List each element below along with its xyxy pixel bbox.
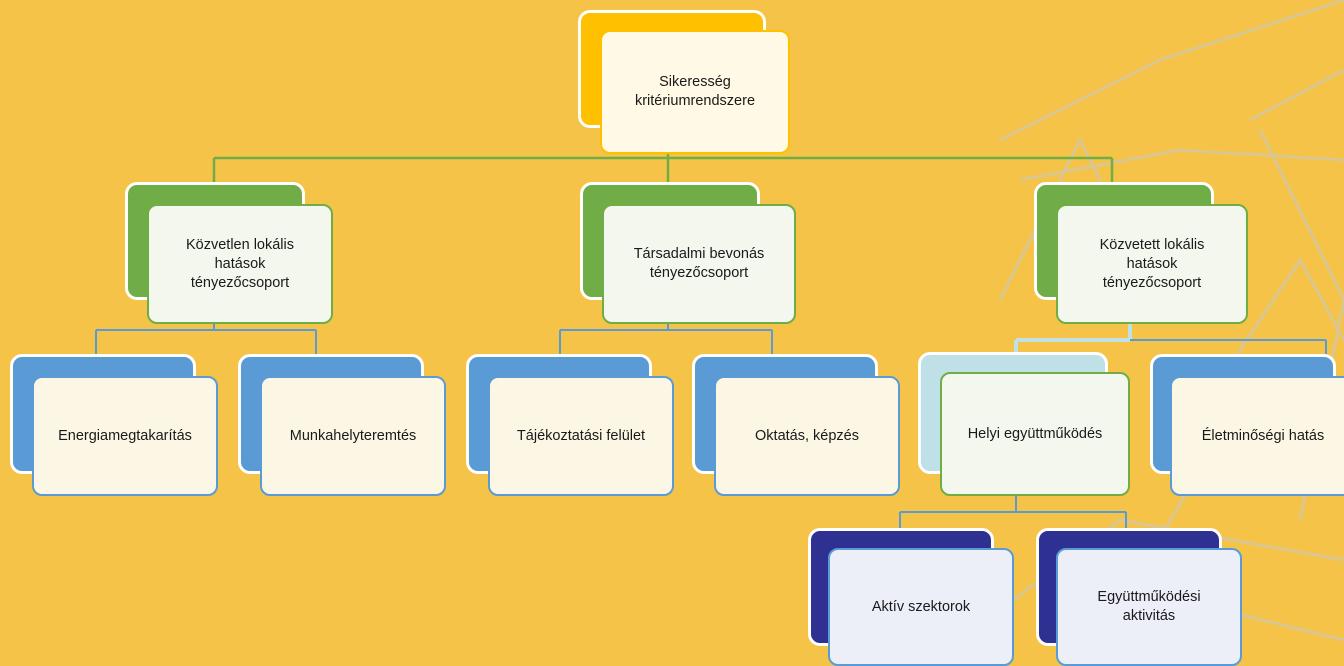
node-card: Munkahelyteremtés xyxy=(260,376,446,496)
node-card: Energiamegtakarítás xyxy=(32,376,218,496)
node-label: Energiamegtakarítás xyxy=(58,427,192,444)
node-card: Aktív szektorok xyxy=(828,548,1014,666)
node-card: Életminőségi hatás xyxy=(1170,376,1344,496)
node-card: Tájékoztatási felület xyxy=(488,376,674,496)
node-label: Helyi együttműködés xyxy=(967,425,1103,442)
node-label: Oktatás, képzés xyxy=(755,427,859,444)
node-label: Tájékoztatási felület xyxy=(516,427,646,444)
node-label: Életminőségi hatás xyxy=(1201,427,1325,444)
node-card: Oktatás, képzés xyxy=(714,376,900,496)
node-label: Munkahelyteremtés xyxy=(289,427,417,444)
node-card: Helyi együttműködés xyxy=(940,372,1130,496)
node-label: Aktív szektorok xyxy=(871,598,971,615)
